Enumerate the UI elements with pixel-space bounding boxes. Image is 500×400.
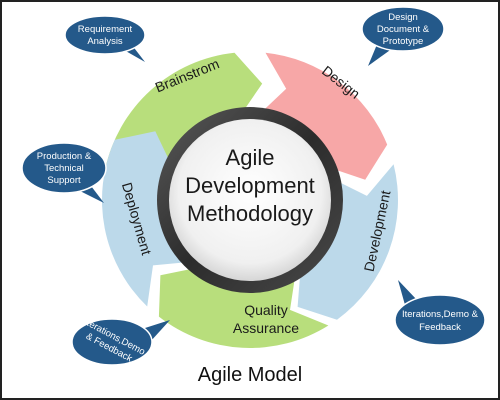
svg-text:Prototype: Prototype	[383, 36, 424, 47]
stage-segment-design	[259, 52, 388, 180]
bubble-iterations-demo-left: Iterations,Demo & Feedback	[71, 317, 170, 366]
svg-text:Requirement: Requirement	[78, 24, 133, 35]
stage-segment-deployment	[101, 131, 191, 307]
bubble-iterations-demo-right: Iterations,Demo & Feedback	[394, 280, 486, 346]
svg-text:Production &: Production &	[37, 151, 92, 162]
center-title-line3: Methodology	[187, 201, 313, 226]
svg-text:Technical: Technical	[44, 163, 84, 174]
bubble-requirement-analysis: Requirement Analysis	[64, 15, 146, 62]
svg-text:Document &: Document &	[377, 24, 430, 35]
bubble-design-document: Design Document & Prototype	[361, 6, 445, 66]
stage-segment-quality-assurance	[158, 267, 329, 348]
svg-text:Support: Support	[47, 175, 81, 186]
stage-label-assurance: Assurance	[233, 320, 299, 336]
svg-text:Analysis: Analysis	[87, 36, 123, 47]
center-title-line2: Development	[185, 173, 315, 198]
svg-text:Design: Design	[388, 12, 418, 23]
svg-text:Iterations,Demo &: Iterations,Demo &	[402, 309, 479, 320]
bubble-production-support: Production & Technical Support	[21, 142, 107, 203]
center-title-line1: Agile	[226, 145, 275, 170]
stage-segment-development	[297, 164, 398, 320]
svg-text:Feedback: Feedback	[419, 322, 461, 333]
diagram-title: Agile Model	[197, 364, 303, 386]
stage-label-quality: Quality	[244, 302, 288, 318]
center-circle	[169, 119, 331, 281]
